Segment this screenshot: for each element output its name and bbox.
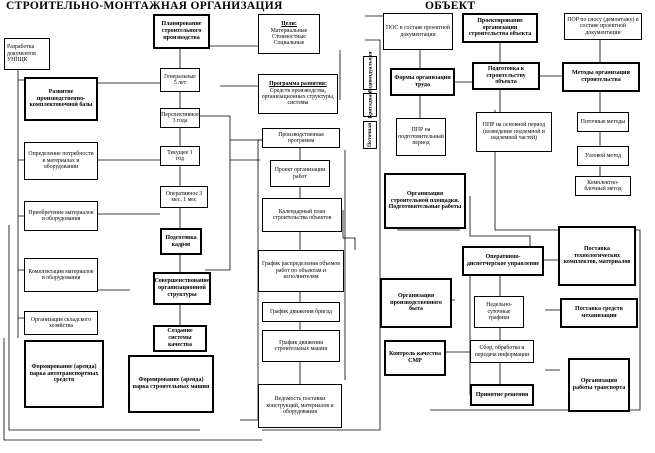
pos-box: ПОС в составе проектной документации — [383, 13, 453, 50]
vert-individual: Индивидуальная — [363, 52, 377, 94]
docs-box: Разработка документов УНПЦК — [4, 38, 50, 70]
forms-box: Формы организации труда — [390, 68, 455, 96]
plan-box: Планирование строительного производства — [153, 14, 210, 49]
potok-box: Поточные методы — [577, 112, 629, 132]
nedel-box: Недельно-суточные графики — [474, 296, 524, 328]
methods-box: Методы организации строительства — [562, 62, 640, 92]
auto-box: Формирование (аренда) парка автотранспор… — [24, 340, 104, 408]
komp-box: Комплектно-блочный метод — [575, 176, 631, 196]
prodprog-box: Производственная программа — [262, 128, 340, 148]
left-header: СТРОИТЕЛЬНО-МОНТАЖНАЯ ОРГАНИЗАЦИЯ — [6, 0, 283, 12]
grafm-box: График движения строительных машин — [262, 330, 340, 362]
goals-title: Цели: — [281, 21, 297, 28]
cadr-box: Подготовка кадров — [160, 228, 202, 255]
qual-box: Создание системы качества — [153, 325, 207, 352]
post-box: Поставка технологических комплектов, мат… — [558, 226, 636, 286]
uzl-box: Узловой метод — [577, 146, 629, 166]
ppr2-box: ППР на основной период (возведение подзе… — [476, 112, 552, 152]
kontr-box: Контроль качества СМР — [384, 340, 446, 376]
sklad-box: Организация складского хозяйства — [24, 311, 98, 335]
vert-brigade: Бригадная — [363, 92, 377, 118]
p3-box: Перспективное 3 года — [160, 108, 200, 128]
pop-box: Оперативное 3 мес. 1 мес — [160, 186, 208, 208]
grafb-box: График движения бригад — [262, 302, 340, 322]
ved-box: Ведомость поставки конструкций, материал… — [258, 384, 342, 428]
mach-box: Формирование (аренда) парка строительных… — [128, 355, 214, 413]
oper-box: Оперативно-диспетчерское управление — [462, 246, 544, 276]
p1-box: Текущее 1 год — [160, 146, 200, 166]
strpl-box: Организация строительной площадки. Подго… — [384, 173, 466, 229]
proj-obj-box: Проектирование организации строительства… — [462, 13, 538, 43]
prog-box: Программа развития: Средств производства… — [258, 74, 338, 114]
goals-box: Цели: Материальные Стоимостные Социальны… — [258, 14, 320, 54]
acq-box: Приобретение материалов и оборудования — [24, 201, 98, 231]
prin-box: Принятие решения — [470, 384, 534, 406]
proj-box: Проект организации работ — [270, 160, 330, 187]
kal-box: Календарный план строительства объектов — [262, 198, 342, 232]
grafr-box: График распределения объемов работ по об… — [258, 250, 344, 292]
trans-box: Организация работы транспорта — [568, 358, 630, 412]
p5-box: Генеральные 5 лет — [160, 68, 200, 92]
byt-box: Организация производственного быта — [380, 278, 452, 328]
ppr1-box: ППР на подготовительный период — [396, 118, 446, 156]
prog-title: Программа развития: — [269, 81, 327, 88]
pors-box: ПОР по сносу (демонтажу) в составе проек… — [564, 13, 642, 40]
kompl-box: Комплектация материалов и оборудования — [24, 258, 98, 292]
right-header: ОБЪЕКТ — [425, 0, 476, 12]
prog-text: Средств производства, организационных ст… — [261, 87, 335, 107]
dev-box: Развитие производственно-комплектовочной… — [24, 77, 98, 121]
vert-flow: Поточная — [363, 121, 377, 149]
mech-box: Поставка средств механизации — [560, 298, 638, 328]
goals-text: Материальные Стоимостные Социальные — [270, 27, 308, 47]
sover-box: Совершенствование организационной структ… — [153, 272, 211, 305]
sbor-box: Сбор, обработка и передача информации — [470, 340, 534, 363]
needs-box: Определение потребности в материалах и о… — [24, 142, 98, 180]
podg-box: Подготовка к строительству объекта — [472, 62, 540, 90]
